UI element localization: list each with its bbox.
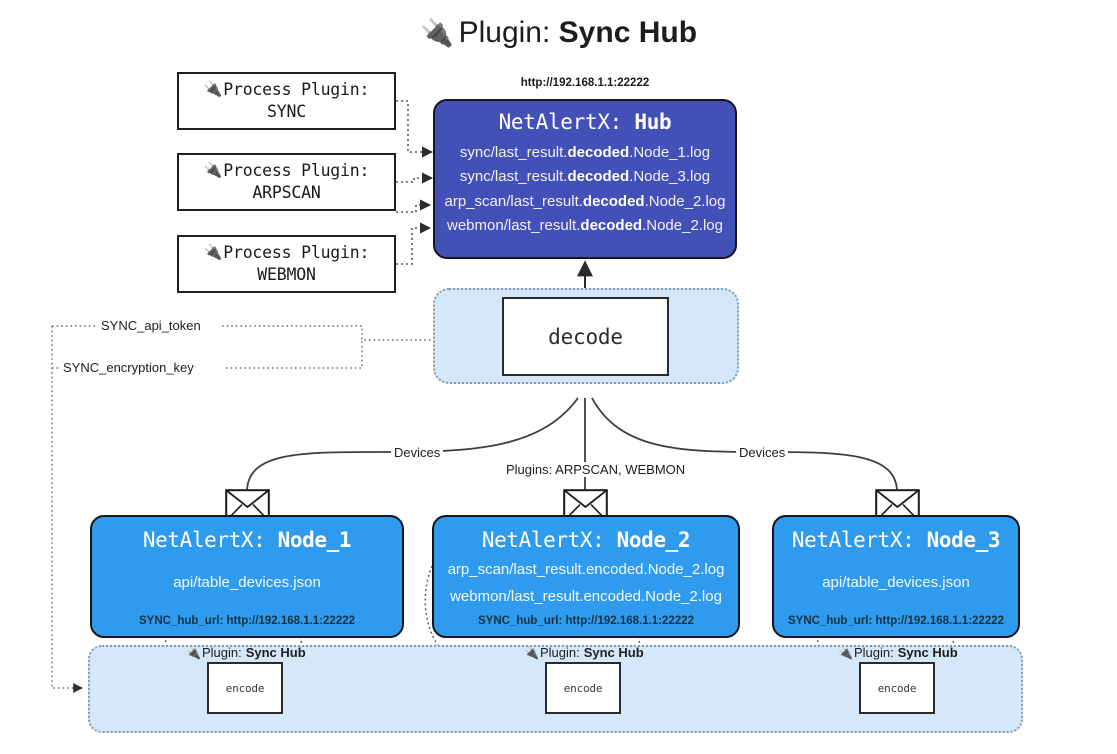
node-box-node-2[interactable]: NetAlertX: Node_2 arp_scan/last_result.e… (432, 515, 740, 638)
plug-icon: 🔌 (203, 161, 223, 180)
setting-api-token-label: SYNC_api_token (98, 318, 204, 333)
hub-log-line: webmon/last_result.decoded.Node_2.log (447, 216, 723, 234)
plug-icon: 🔌 (203, 243, 223, 262)
process-plugin-name: SYNC (267, 102, 306, 121)
node-resource-line: api/table_devices.json (173, 574, 321, 592)
node-hub-url: SYNC_hub_url: http://192.168.1.1:22222 (138, 615, 356, 627)
process-plugin-label: Process Plugin: (223, 80, 370, 100)
process-plugin-label: Process Plugin: (223, 243, 370, 263)
node-title: NetAlertX: Node_2 (481, 528, 691, 552)
node-resource-line: api/table_devices.json (822, 574, 970, 592)
node-hub-url: SYNC_hub_url: http://192.168.1.1:22222 (787, 615, 1005, 627)
plug-icon: 🔌 (203, 80, 223, 99)
plug-icon: 🔌 (419, 18, 454, 48)
process-plugin-label: Process Plugin: (223, 161, 370, 181)
encode-box-node-1[interactable]: encode (207, 662, 283, 714)
plug-icon: 🔌 (838, 645, 853, 660)
hub-title-prefix: NetAlertX: (498, 110, 623, 134)
setting-encryption-key-label: SYNC_encryption_key (60, 360, 197, 375)
process-plugin-arpscan[interactable]: 🔌 Process Plugin: ARPSCAN (177, 153, 396, 211)
encode-box-node-2[interactable]: encode (545, 662, 621, 714)
process-plugin-name: ARPSCAN (252, 183, 321, 202)
process-plugin-sync[interactable]: 🔌 Process Plugin: SYNC (177, 72, 396, 130)
edge-label-devices-right: Devices (736, 445, 789, 460)
hub-log-line: sync/last_result.decoded.Node_1.log (459, 144, 711, 161)
hub-url-label: http://192.168.1.1:22222 (520, 77, 650, 89)
hub-title: NetAlertX: Hub (499, 110, 672, 134)
node-title: NetAlertX: Node_1 (142, 528, 352, 552)
plug-icon: 🔌 (186, 645, 201, 660)
process-plugin-name: WEBMON (257, 265, 316, 284)
edge-label-plugins-center: Plugins: ARPSCAN, WEBMON (503, 462, 689, 477)
decode-box[interactable]: decode (502, 297, 669, 376)
process-plugin-webmon[interactable]: 🔌 Process Plugin: WEBMON (177, 235, 396, 293)
hub-log-line: sync/last_result.decoded.Node_3.log (459, 168, 711, 186)
page-title: 🔌Plugin: Sync Hub (0, 16, 1117, 50)
encode-box-node-3[interactable]: encode (859, 662, 935, 714)
encode-caption-node-2: 🔌Plugin:Sync Hub (524, 645, 644, 660)
encode-caption-node-3: 🔌Plugin:Sync Hub (838, 645, 958, 660)
hub-title-name: Hub (634, 110, 672, 134)
node-title: NetAlertX: Node_3 (791, 528, 1001, 552)
hub-box[interactable]: NetAlertX: Hub sync/last_result.decoded.… (433, 99, 737, 259)
node-resource-line: arp_scan/last_result.encoded.Node_2.log (447, 561, 725, 579)
hub-log-line: arp_scan/last_result.decoded.Node_2.log (444, 192, 726, 210)
edge-label-devices-left: Devices (391, 445, 444, 460)
plug-icon: 🔌 (524, 645, 539, 660)
page-title-name: Sync Hub (558, 16, 698, 49)
node-hub-url: SYNC_hub_url: http://192.168.1.1:22222 (477, 615, 695, 627)
node-box-node-1[interactable]: NetAlertX: Node_1 api/table_devices.json… (90, 515, 404, 638)
node-resource-line: webmon/last_result.encoded.Node_2.log (450, 587, 722, 605)
encode-caption-node-1: 🔌Plugin:Sync Hub (186, 645, 306, 660)
node-box-node-3[interactable]: NetAlertX: Node_3 api/table_devices.json… (772, 515, 1020, 638)
page-title-prefix: Plugin: (458, 16, 551, 49)
